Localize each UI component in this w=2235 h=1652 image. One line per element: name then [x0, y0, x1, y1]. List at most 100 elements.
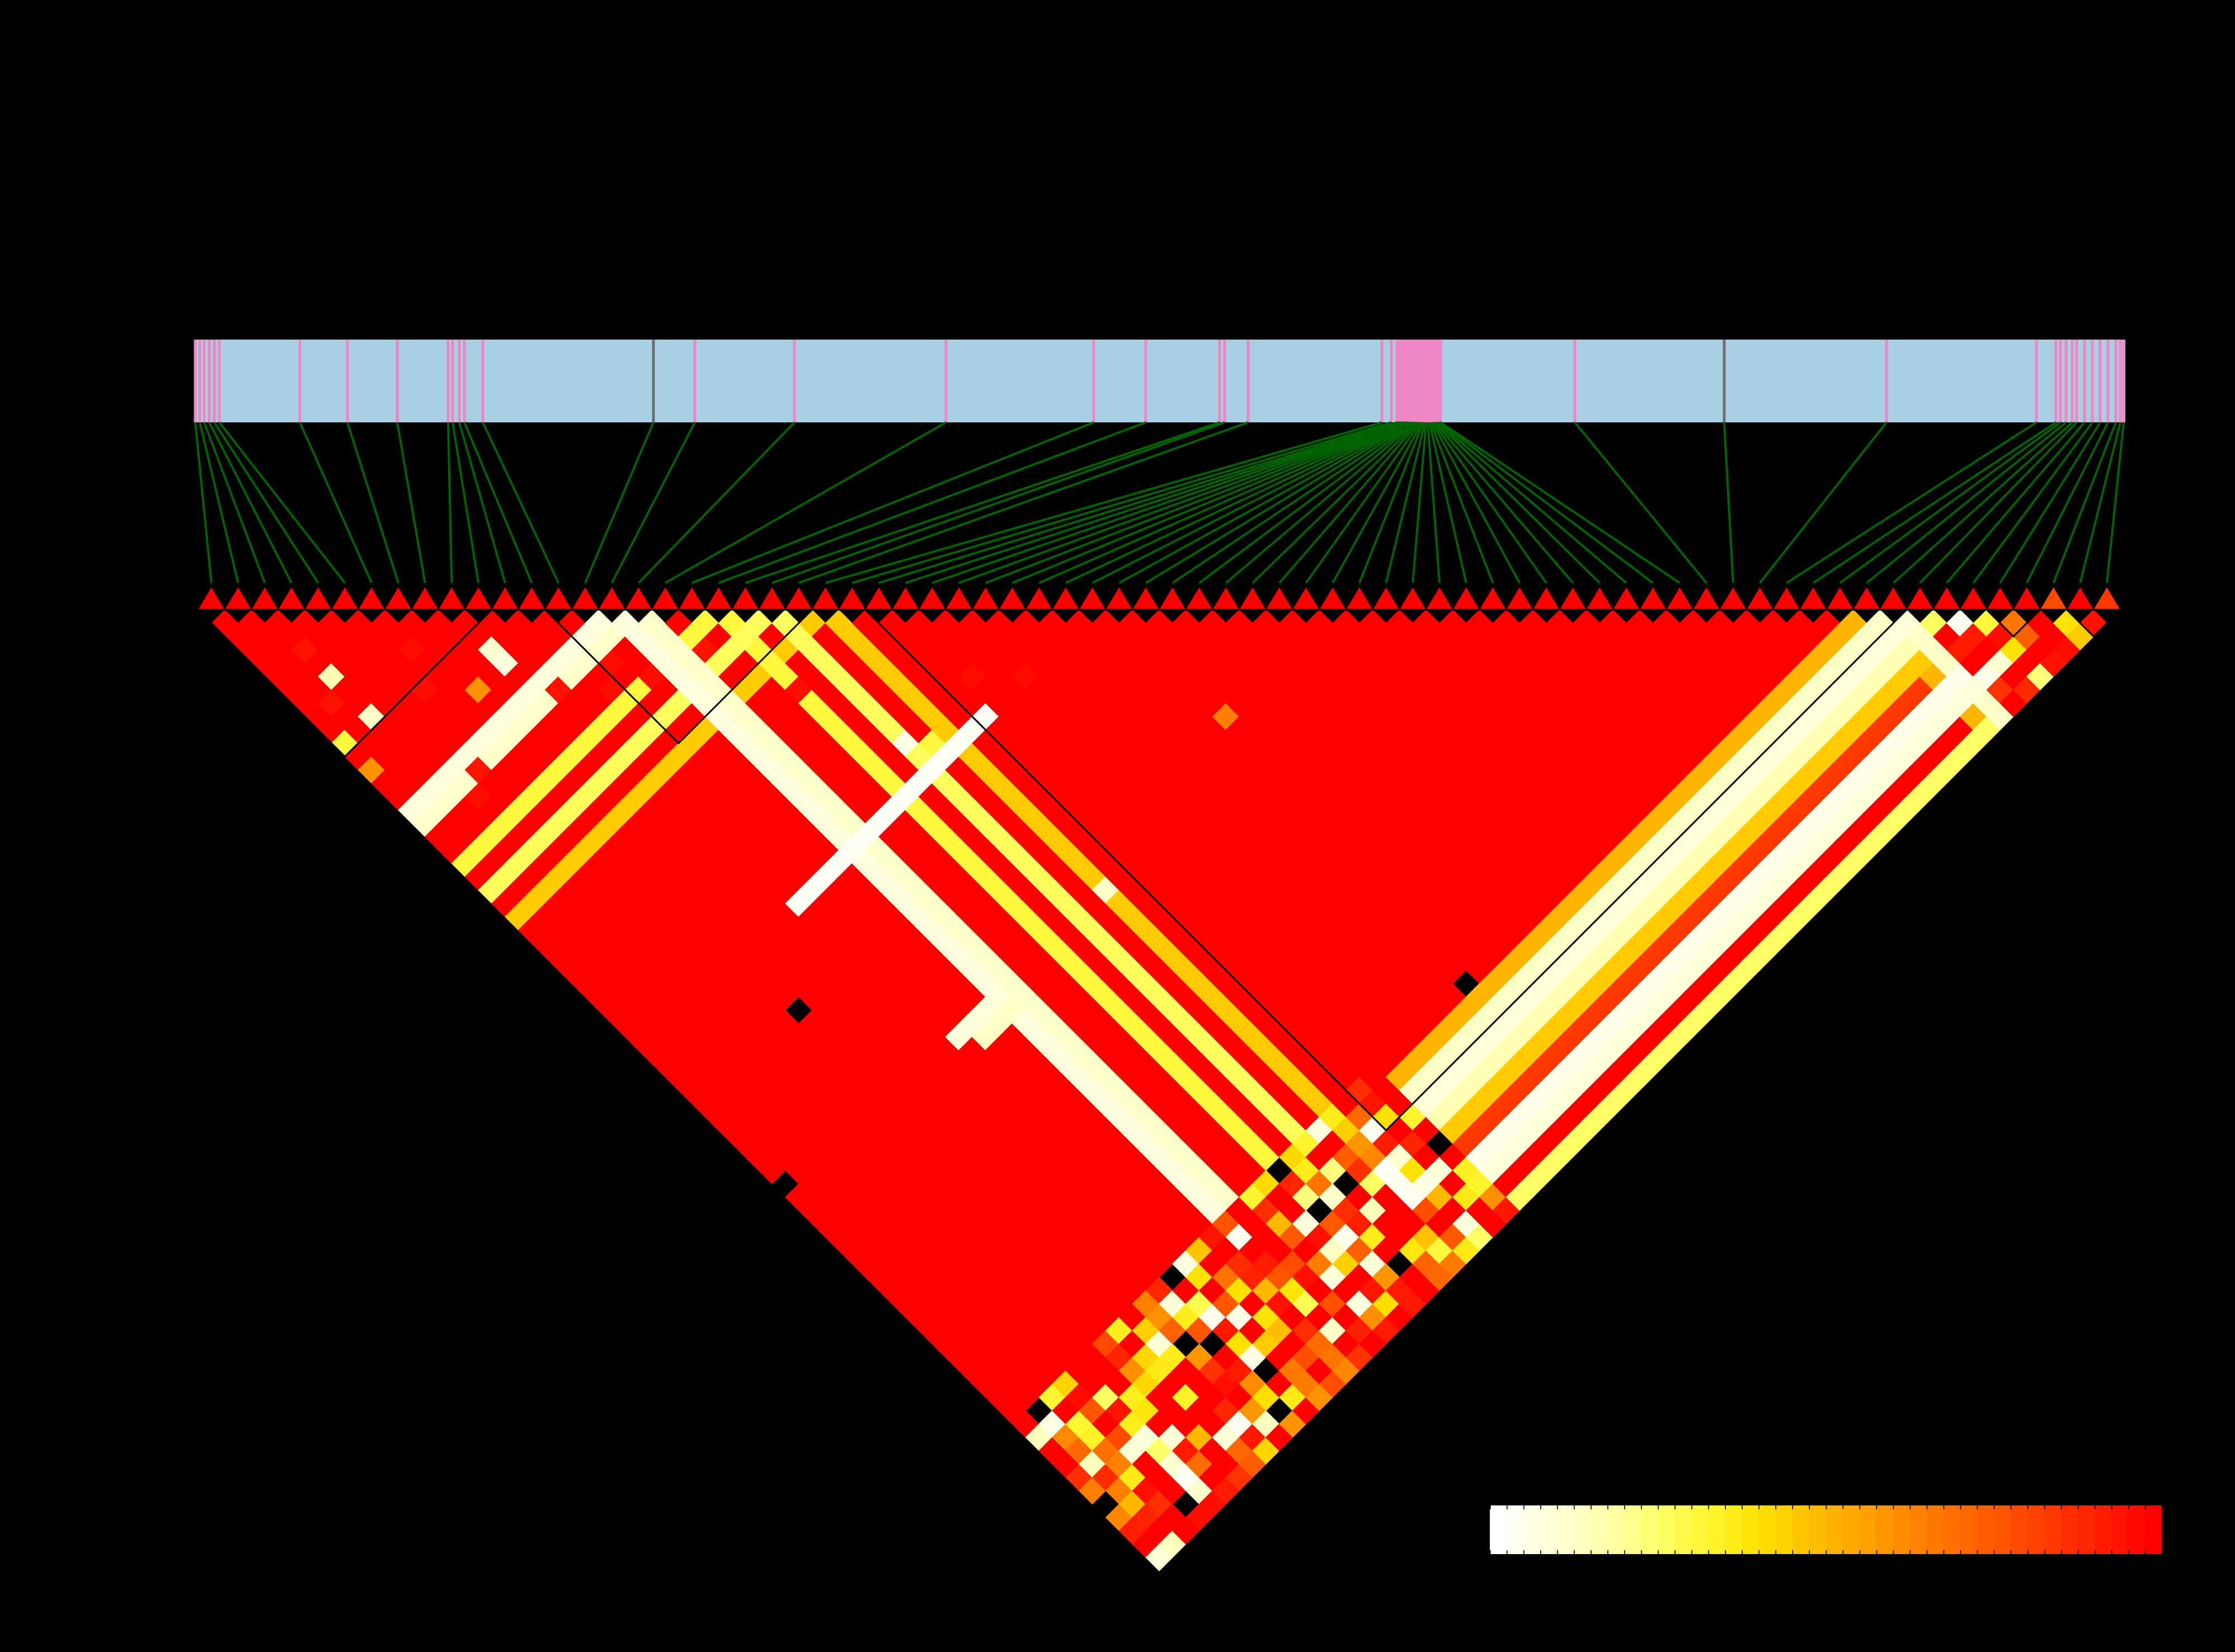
color-key-tick [1909, 1504, 1911, 1509]
diagonal-cell [1559, 587, 1587, 610]
diagonal-cell [358, 587, 385, 610]
snp-connector-line [482, 422, 560, 583]
diagonal-cell [785, 587, 812, 610]
color-key-tick [2128, 1550, 2129, 1555]
snp-connector-line [299, 422, 373, 583]
heatmap-cells [211, 609, 2107, 1571]
color-key-tick [1809, 1550, 1810, 1555]
diagonal-cell [1052, 587, 1079, 610]
diagonal-cell [1105, 587, 1133, 610]
diagonal-cell [1426, 587, 1453, 610]
snp-connector-line [798, 421, 1249, 584]
color-key-tick [2111, 1504, 2112, 1509]
heatmap-cell [531, 929, 559, 958]
snp-connector-line [1439, 421, 1681, 584]
diagonal-cell [759, 587, 785, 610]
snp-connector-line [610, 422, 696, 583]
color-key-tick [1960, 1504, 1961, 1509]
snp-connector-line [1198, 421, 1416, 584]
snp-tick [2035, 340, 2038, 422]
snp-tick [1411, 340, 1415, 422]
color-key-tick [1859, 1504, 1861, 1509]
color-key-step [1960, 1505, 1978, 1554]
diagonal-cell [224, 587, 252, 610]
snp-connector-line [1427, 422, 1441, 583]
snp-connector-line [463, 422, 533, 583]
diagonal-cell [518, 587, 545, 610]
diagonal-cell [1880, 587, 1907, 610]
color-key-tick [1825, 1550, 1827, 1555]
snp-connector-line [447, 422, 453, 583]
color-key-tick [1725, 1504, 1726, 1509]
snp-tick [298, 340, 302, 422]
color-key-tick [1641, 1550, 1642, 1555]
snp-connector-line [1919, 421, 2078, 584]
snp-connector-line [396, 422, 426, 583]
snp-tick [2083, 340, 2086, 422]
snp-connector-line [458, 422, 506, 583]
snp-connector-line [905, 421, 1399, 584]
color-key-step [1574, 1505, 1591, 1554]
snp-tick [1398, 340, 1401, 422]
color-key-tick [1540, 1550, 1541, 1555]
color-key-tick [2044, 1550, 2045, 1555]
snp-connector-line [451, 422, 480, 583]
color-key-step [1507, 1505, 1524, 1554]
snp-connector-line [1434, 421, 1574, 584]
color-key-tick [1993, 1504, 1995, 1509]
snp-connector-line [1225, 421, 1417, 584]
snp-tick [1223, 340, 1226, 422]
snp-connector-line [1171, 421, 1414, 584]
color-key-tick [1574, 1504, 1575, 1509]
snp-tick [944, 340, 948, 422]
snp-tick [203, 340, 206, 422]
snp-connector-line [218, 421, 346, 584]
snp-connector-line [1251, 421, 1419, 584]
ld-block-outline [197, 609, 492, 758]
color-key-tick [1557, 1504, 1558, 1509]
color-key-tick [1658, 1550, 1659, 1555]
snp-connector-line [851, 421, 1392, 584]
color-key-step [1792, 1505, 1810, 1554]
snp-connector-line [745, 421, 1220, 584]
snp-tick-gray [1723, 340, 1726, 422]
color-key-tick [2144, 1504, 2146, 1509]
diagonal-cell [812, 587, 839, 610]
diagonal-cell [865, 587, 892, 610]
heatmap-cell [398, 609, 426, 637]
snp-connector-line [346, 422, 399, 583]
color-key-step [1758, 1505, 1776, 1554]
diagonal-cell [1613, 587, 1640, 610]
snp-connector-line [1438, 421, 1654, 584]
diagonal-cell [2013, 587, 2040, 610]
genomic-position-bar [194, 340, 2125, 422]
snp-tick [1422, 340, 1425, 422]
color-key-tick [2144, 1550, 2146, 1555]
color-key-tick [1490, 1550, 1491, 1555]
snp-tick [693, 340, 697, 422]
snp-tick [1404, 340, 1408, 422]
diagonal-cell [919, 587, 946, 610]
diagonal-cell [1960, 587, 1987, 610]
color-key-step [2094, 1505, 2112, 1554]
snp-tick [208, 340, 211, 422]
color-key-step [1993, 1505, 2011, 1554]
diagonal-cell [1239, 587, 1266, 610]
color-key-step [1658, 1505, 1675, 1554]
snp-tick-gray [652, 340, 655, 422]
snp-connector-line [1305, 421, 1422, 584]
diagonal-cell [251, 587, 279, 610]
color-key-tick [2111, 1550, 2112, 1555]
diagonal-cell [1025, 587, 1053, 610]
snp-connector-line [718, 421, 1146, 584]
color-key-tick [2128, 1504, 2129, 1509]
color-key-step [1540, 1505, 1558, 1554]
color-key-tick [1977, 1550, 1978, 1555]
snp-connector-line [1429, 422, 1494, 583]
diagonal-cell [1265, 587, 1293, 610]
diagonal-cell [385, 587, 412, 610]
color-key-tick [1893, 1504, 1894, 1509]
snp-connector-line [958, 421, 1402, 584]
snp-tick [396, 340, 399, 422]
